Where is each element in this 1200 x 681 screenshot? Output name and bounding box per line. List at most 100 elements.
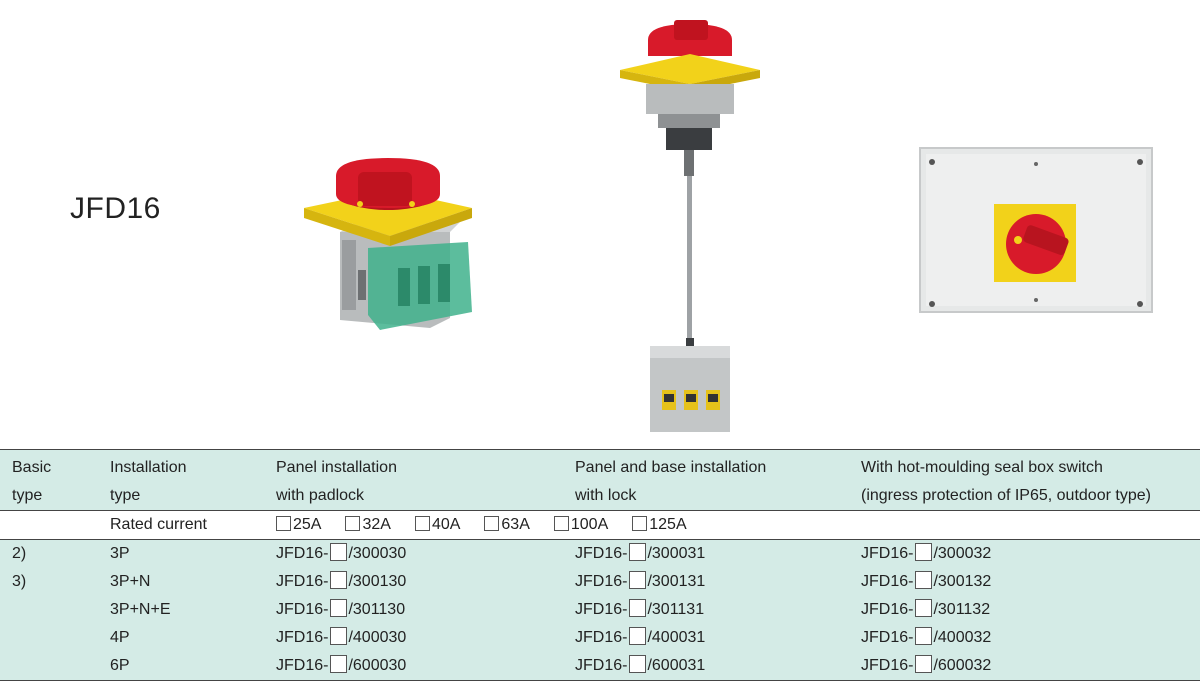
table-header-row: Basic type Installation type Panel insta… bbox=[0, 449, 1200, 511]
order-code: JFD16- /400030 bbox=[276, 624, 575, 652]
code-prefix: JFD16- bbox=[575, 573, 628, 590]
code-suffix: /300031 bbox=[647, 545, 706, 562]
rating-label: 25A bbox=[293, 516, 322, 533]
ratings-list: 25A 32A 40A 63A 100A 125A bbox=[276, 510, 1200, 540]
code-prefix: JFD16- bbox=[276, 601, 329, 618]
rating-label: 63A bbox=[501, 516, 530, 533]
basic-type-cell: 2) bbox=[0, 539, 110, 568]
code-prefix: JFD16- bbox=[575, 601, 628, 618]
code-placeholder-box bbox=[629, 627, 647, 645]
order-code: JFD16- /301132 bbox=[861, 596, 1200, 624]
checkbox-icon[interactable] bbox=[414, 516, 430, 531]
code-suffix: /301132 bbox=[933, 601, 991, 618]
code-prefix: JFD16- bbox=[861, 573, 914, 590]
basic-type-cell: 3) bbox=[0, 568, 110, 596]
rating-option[interactable]: 40A bbox=[414, 511, 461, 539]
basic-type-cell bbox=[0, 624, 110, 652]
code-suffix: /400031 bbox=[647, 629, 706, 646]
rating-option[interactable]: 32A bbox=[345, 511, 391, 539]
code-suffix: /300030 bbox=[348, 545, 407, 562]
checkbox-icon[interactable] bbox=[276, 516, 291, 531]
code-prefix: JFD16- bbox=[276, 629, 329, 646]
installation-type-cell: 3P+N+E bbox=[110, 596, 276, 624]
code-placeholder-box bbox=[915, 599, 933, 617]
order-code: JFD16-/300031 bbox=[575, 539, 861, 568]
installation-type-cell: 6P bbox=[110, 652, 276, 681]
rated-current-row: Rated current 25A 32A 40A 63A 100A 125A bbox=[0, 510, 1200, 540]
code-placeholder-box bbox=[330, 599, 348, 617]
code-suffix: /301130 bbox=[348, 601, 406, 618]
spec-table: Basic type Installation type Panel insta… bbox=[0, 449, 1200, 681]
code-suffix: /301131 bbox=[647, 601, 705, 618]
code-placeholder-box bbox=[629, 543, 647, 561]
code-placeholder-box bbox=[915, 571, 933, 589]
header-panel: Panel installation with padlock bbox=[276, 449, 575, 511]
rating-label: 40A bbox=[431, 516, 461, 533]
code-prefix: JFD16- bbox=[575, 629, 628, 646]
code-suffix: /300131 bbox=[647, 573, 706, 590]
order-code: JFD16- /400032 bbox=[861, 624, 1200, 652]
header-base: Panel and base installation with lock bbox=[575, 449, 861, 511]
code-placeholder-box bbox=[915, 655, 933, 673]
installation-type-cell: 3P bbox=[110, 539, 276, 568]
code-prefix: JFD16- bbox=[276, 545, 329, 562]
rating-label: 100A bbox=[570, 516, 609, 533]
rating-option[interactable]: 100A bbox=[553, 511, 609, 539]
code-prefix: JFD16- bbox=[861, 629, 914, 646]
code-placeholder-box bbox=[330, 543, 348, 561]
code-prefix: JFD16- bbox=[276, 657, 329, 674]
code-suffix: /600031 bbox=[647, 657, 706, 674]
order-code: JFD16-/600031 bbox=[575, 652, 861, 681]
code-suffix: /400032 bbox=[933, 629, 992, 646]
code-suffix: /300032 bbox=[933, 545, 992, 562]
header-installation-type: Installation type bbox=[110, 449, 276, 511]
code-prefix: JFD16- bbox=[861, 545, 914, 562]
code-suffix: /300132 bbox=[933, 573, 992, 590]
panel-switch-image bbox=[304, 158, 472, 330]
code-prefix: JFD16- bbox=[861, 657, 914, 674]
code-prefix: JFD16- bbox=[861, 601, 914, 618]
checkbox-icon[interactable] bbox=[553, 516, 569, 531]
order-code: JFD16- /300131 bbox=[575, 568, 861, 596]
basic-type-cell bbox=[0, 652, 110, 681]
code-placeholder-box bbox=[915, 627, 933, 645]
checkbox-icon[interactable] bbox=[484, 516, 500, 531]
shaft-switch-image bbox=[620, 20, 760, 432]
seal-box-switch-image bbox=[919, 147, 1153, 313]
code-placeholder-box bbox=[330, 627, 348, 645]
header-basic-type: Basic type bbox=[0, 449, 110, 511]
code-suffix: /600030 bbox=[348, 657, 407, 674]
installation-type-cell: 3P+N bbox=[110, 568, 276, 596]
order-code: JFD16- /300132 bbox=[861, 568, 1200, 596]
checkbox-icon[interactable] bbox=[632, 516, 648, 531]
order-code: JFD16- /300032 bbox=[861, 539, 1200, 568]
code-suffix: /600032 bbox=[933, 657, 992, 674]
code-placeholder-box bbox=[915, 543, 933, 561]
model-title: JFD16 bbox=[70, 192, 161, 225]
rating-option[interactable]: 63A bbox=[484, 511, 530, 539]
order-code: JFD16- /600032 bbox=[861, 652, 1200, 681]
rating-label: 125A bbox=[649, 516, 687, 533]
basic-type-cell bbox=[0, 596, 110, 624]
code-placeholder-box bbox=[629, 599, 647, 617]
order-code: JFD16- /301131 bbox=[575, 596, 861, 624]
rated-current-label: Rated current bbox=[110, 510, 276, 540]
order-code: JFD16- /301130 bbox=[276, 596, 575, 624]
header-seal: With hot-moulding seal box switch (ingre… bbox=[861, 449, 1200, 511]
order-code: JFD16- /300030 bbox=[276, 539, 575, 568]
code-placeholder-box bbox=[330, 571, 348, 589]
code-placeholder-box bbox=[629, 571, 647, 589]
installation-type-cell: 4P bbox=[110, 624, 276, 652]
rating-option[interactable]: 25A bbox=[276, 511, 321, 539]
rating-label: 32A bbox=[362, 516, 391, 533]
checkbox-icon[interactable] bbox=[345, 516, 361, 531]
code-suffix: /400030 bbox=[348, 629, 407, 646]
order-code: JFD16-/300130 bbox=[276, 568, 575, 596]
rating-option[interactable]: 125A bbox=[632, 511, 687, 539]
order-code: JFD16- /400031 bbox=[575, 624, 861, 652]
